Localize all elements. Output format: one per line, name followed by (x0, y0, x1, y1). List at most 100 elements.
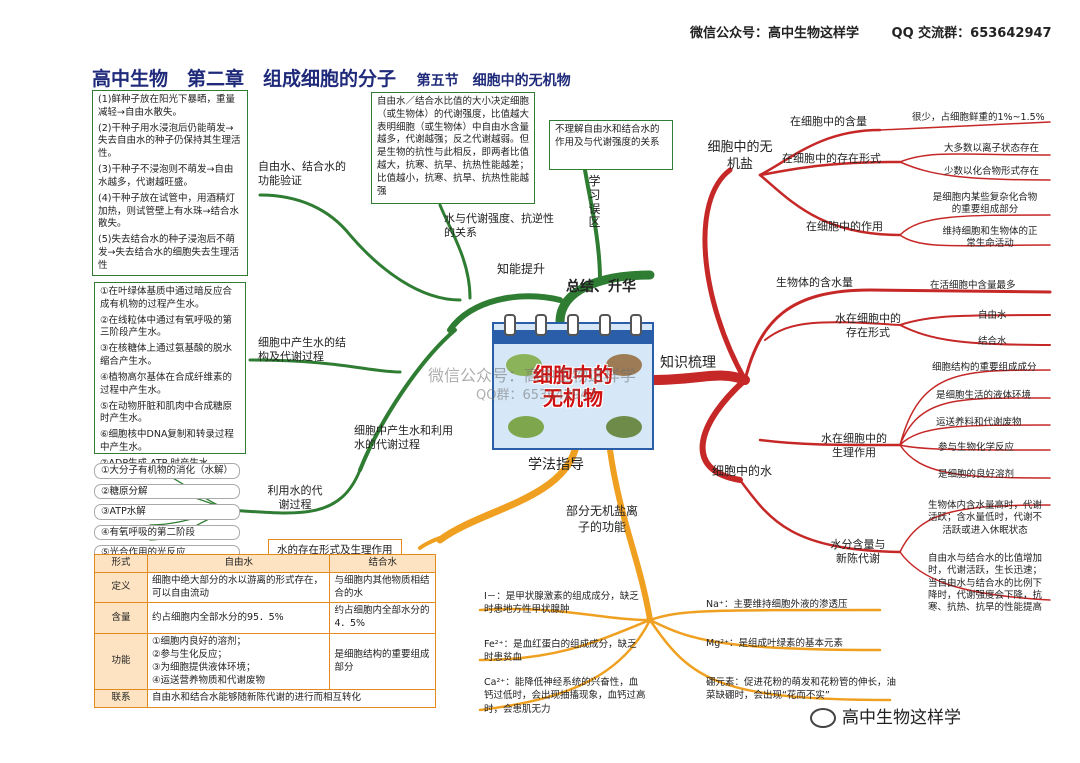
water-role-item: 是细胞的良好溶剂 (938, 469, 1015, 480)
water-table: 形式 自由水 结合水 定义 细胞中绝大部分的水以游离的形式存在，可以自由流动 与… (94, 554, 436, 709)
method-label: 学法指导 (528, 457, 584, 473)
table-header: 自由水 (146, 554, 331, 573)
produce-item: ②在线粒体中通过有氧呼吸的第三阶段产生水。 (100, 314, 233, 339)
section-title: 第五节 细胞中的无机物 (416, 73, 571, 89)
water-role-item: 是细胞生活的液体环境 (936, 390, 1032, 401)
cell-image (606, 416, 642, 438)
mistakes-label: 学习误区 (588, 174, 601, 230)
branch-to-mistake (583, 168, 602, 282)
verify-item: (2)干种子用水浸泡后仍能萌发→失去自由水的种子仍保持其生理活性。 (98, 122, 241, 160)
table-header: 形式 (94, 554, 148, 573)
knowledge-label: 知识梳理 (660, 355, 716, 371)
verify-item: (4)干种子放在试管中，用酒精灯加热，则试管壁上有水珠→结合水散失。 (98, 192, 239, 230)
branch-to-produce (248, 358, 402, 374)
verify-box: (1)鲜种子放在阳光下暴晒，重量减轻→自由水散失。 (2)干种子用水浸泡后仍能萌… (92, 90, 248, 276)
branch-to-verify (258, 193, 462, 302)
salts-form-item: 少数以化合物形式存在 (944, 166, 1040, 177)
produce-item: ④植物高尔基体在合成纤维素的过程中产生水。 (100, 371, 233, 396)
salts-role-label: 在细胞中的作用 (806, 220, 883, 233)
center-title-line: 无机物 (543, 386, 603, 410)
salts-content-value: 很少，占细胞鲜重的1%~1.5% (912, 112, 1045, 123)
table-row: 含量 约占细胞内全部水分的95．5% 约占细胞内全部水分的4．5% (94, 602, 436, 635)
produce-item: ⑥细胞核中DNA复制和转录过程中产生水。 (100, 429, 234, 453)
table-cell: 是细胞结构的重要组成部分 (329, 633, 436, 691)
water-form-item: 结合水 (978, 336, 1007, 347)
verify-item: (5)失去结合水的种子浸泡后不萌发→失去结合水的细胞失去生理活性 (98, 234, 239, 271)
table-row-key: 定义 (94, 571, 148, 604)
chapter-title: 高中生物 第二章 组成细胞的分子 (92, 68, 397, 90)
table-row: 联系 自由水和结合水能够随新陈代谢的进行而相互转化 (94, 689, 436, 709)
calendar-rings (494, 314, 652, 336)
branch-ability (447, 293, 563, 333)
signature-text: 高中生物这样学 (842, 708, 961, 728)
verify-label: 自由水、结合水的功能验证 (258, 160, 346, 188)
table-row-key: 功能 (94, 633, 148, 691)
table-header: 结合水 (329, 554, 436, 573)
table-cell: 自由水和结合水能够随新陈代谢的进行而相互转化 (147, 689, 436, 709)
water-role-item: 运送养料和代谢废物 (936, 417, 1022, 428)
use-item: ④有氧呼吸的第二阶段 (94, 524, 241, 540)
ratio-label: 水与代谢强度、抗逆性的关系 (444, 212, 554, 240)
water-role-item: 细胞结构的重要组成成分 (932, 362, 1037, 373)
ability-label: 知能提升 (497, 262, 546, 276)
center-title: 细胞中的 无机物 (494, 364, 652, 410)
wechat-account: 微信公众号：高中生物这样学 (690, 26, 860, 41)
mistake-box: 不理解自由水和结合水的作用及与代谢强度的关系 (549, 120, 673, 170)
produce-box: ①在叶绿体基质中通过暗反应合成有机物的过程产生水。 ②在线粒体中通过有氧呼吸的第… (94, 282, 246, 469)
ratio-box: 自由水／结合水比值的大小决定细胞（或生物体）的代谢强度，比值越大表明细胞（或生物… (371, 92, 535, 204)
water-role-item: 参与生物化学反应 (938, 442, 1015, 453)
ion-item: Mg²⁺：是组成叶绿素的基本元素 (706, 638, 844, 649)
use-item: ③ATP水解 (94, 504, 241, 520)
table-cell: ①细胞内良好的溶剂； ②参与生化反应； ③为细胞提供液体环境； ④运送营养物质和… (146, 633, 331, 691)
use-list: ①大分子有机物的消化（水解） ②糖原分解 ③ATP水解 ④有氧呼吸的第二阶段 ⑤… (94, 463, 241, 566)
center-node: 细胞中的 无机物 (492, 314, 654, 450)
branch-salts (702, 167, 748, 383)
salts-role-item: 维持细胞和生物体的正常生命活动 (942, 226, 1038, 250)
branch-to-ratio (438, 203, 472, 300)
calendar-band (494, 330, 652, 344)
ion-item: Ⅰ－：是甲状腺激素的组成成分，缺乏时患地方性甲状腺肿 (484, 591, 639, 616)
water-meta-item: 生物体内含水量高时，代谢活跃；含水量低时，代谢不活跃或进入休眠状态 (927, 500, 1042, 536)
ion-item: Ca²⁺：能降低神经系统的兴奋性，血钙过低时，会出现抽搐现象，血钙过高时，会患肌… (484, 677, 646, 715)
ions-label: 部分无机盐离子的功能 (566, 504, 639, 534)
header-info: 微信公众号：高中生物这样学 QQ 交流群：653642947 (690, 22, 1052, 41)
watermark: QQ群：653642947 (476, 388, 597, 403)
verify-item: (1)鲜种子放在阳光下暴晒，重量减轻→自由水散失。 (98, 94, 235, 118)
produce-use-label: 细胞中产生水和利用水的代谢过程 (354, 424, 453, 452)
page-title: 高中生物 第二章 组成细胞的分子 第五节 细胞中的无机物 (92, 64, 571, 91)
table-row: 功能 ①细胞内良好的溶剂； ②参与生化反应； ③为细胞提供液体环境； ④运送营养… (94, 633, 436, 691)
table-cell: 约占细胞内全部水分的95．5% (146, 602, 331, 635)
water-amount-value: 在活细胞中含量最多 (930, 280, 1016, 291)
salts-label: 细胞中的无机盐 (707, 140, 773, 172)
branch-summary (555, 270, 655, 327)
use-item: ①大分子有机物的消化（水解） (94, 463, 241, 479)
signature: 高中生物这样学 (810, 703, 961, 728)
use-item: ②糖原分解 (94, 483, 241, 499)
ion-item: Fe²⁺：是血红蛋白的组成成分，缺乏时患贫血 (484, 639, 637, 664)
cell-image (508, 416, 544, 438)
ion-item: Na⁺：主要维持细胞外液的渗透压 (706, 599, 848, 610)
water-form-item: 自由水 (978, 310, 1007, 321)
branch-knowledge (649, 370, 750, 385)
water-form-label: 水在细胞中的存在形式 (835, 312, 901, 340)
produce-item: ①在叶绿体基质中通过暗反应合成有机物的过程产生水。 (100, 286, 233, 310)
ion-item: 硼元素：促进花粉的萌发和花粉管的伸长，油菜缺硼时，会出现“花而不实” (706, 677, 897, 702)
branch-mid (358, 328, 457, 472)
branch-to-table (418, 533, 452, 550)
table-cell: 约占细胞内全部水分的4．5% (329, 602, 436, 635)
center-title-line: 细胞中的 (533, 363, 613, 387)
table-header-row: 形式 自由水 结合水 (94, 554, 436, 573)
salts-form-label: 在细胞中的存在形式 (782, 152, 881, 165)
table-cell: 细胞中绝大部分的水以游离的形式存在，可以自由流动 (146, 571, 331, 604)
water-meta-item: 自由水与结合水的比值增加时，代谢活跃，生长迅速；当自由水与结合水的比例下降时，代… (927, 553, 1042, 614)
water-label: 细胞中的水 (712, 464, 773, 478)
table-row-key: 含量 (94, 602, 148, 635)
cell-image (506, 354, 542, 376)
cell-image (606, 354, 642, 376)
watermark: 微信公众号：高中生物这样学 (428, 366, 637, 385)
verify-item: (3)干种子不浸泡则不萌发→自由水越多，代谢越旺盛。 (98, 164, 234, 188)
salts-content-label: 在细胞中的含量 (790, 115, 867, 128)
table-cell: 与细胞内其他物质相结合的水 (329, 571, 436, 604)
produce-item: ③在核糖体上通过氨基酸的脱水缩合产生水。 (100, 343, 233, 368)
